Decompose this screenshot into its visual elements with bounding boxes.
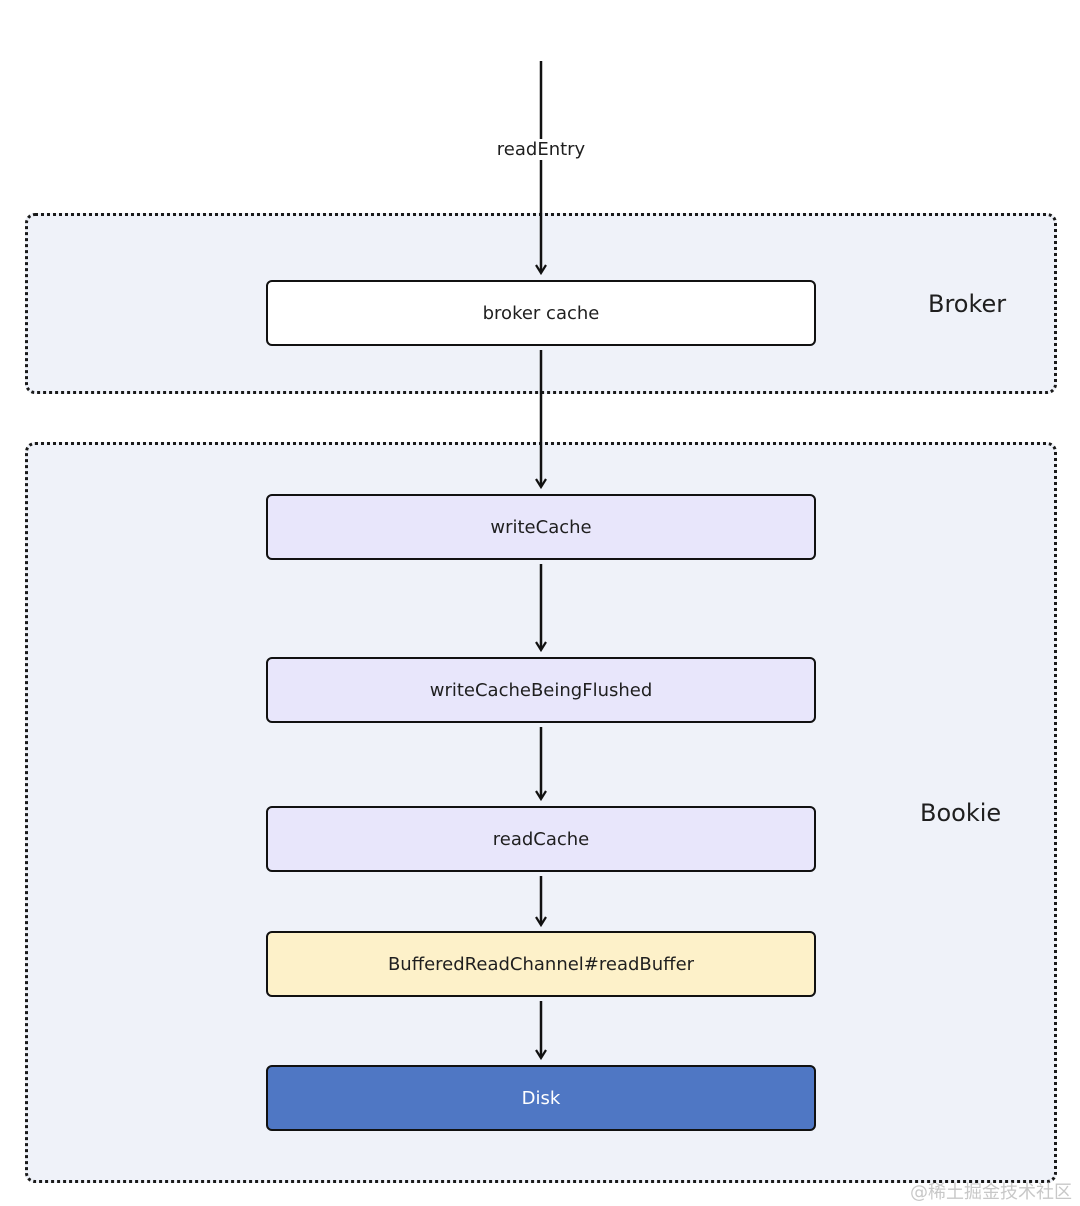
read-entry-label: readEntry: [441, 139, 641, 160]
broker-group-label: Broker: [928, 290, 1007, 318]
write-cache-being-flushed-node: writeCacheBeingFlushed: [266, 657, 816, 723]
watermark: @稀土掘金技术社区: [910, 1182, 1072, 1203]
write-cache-node: writeCache: [266, 494, 816, 560]
read-cache-node: readCache: [266, 806, 816, 872]
buffered-read-buffer-node: BufferedReadChannel#readBuffer: [266, 931, 816, 997]
bookie-group-label: Bookie: [920, 799, 1002, 827]
broker-cache-node: broker cache: [266, 280, 816, 346]
disk-node: Disk: [266, 1065, 816, 1131]
